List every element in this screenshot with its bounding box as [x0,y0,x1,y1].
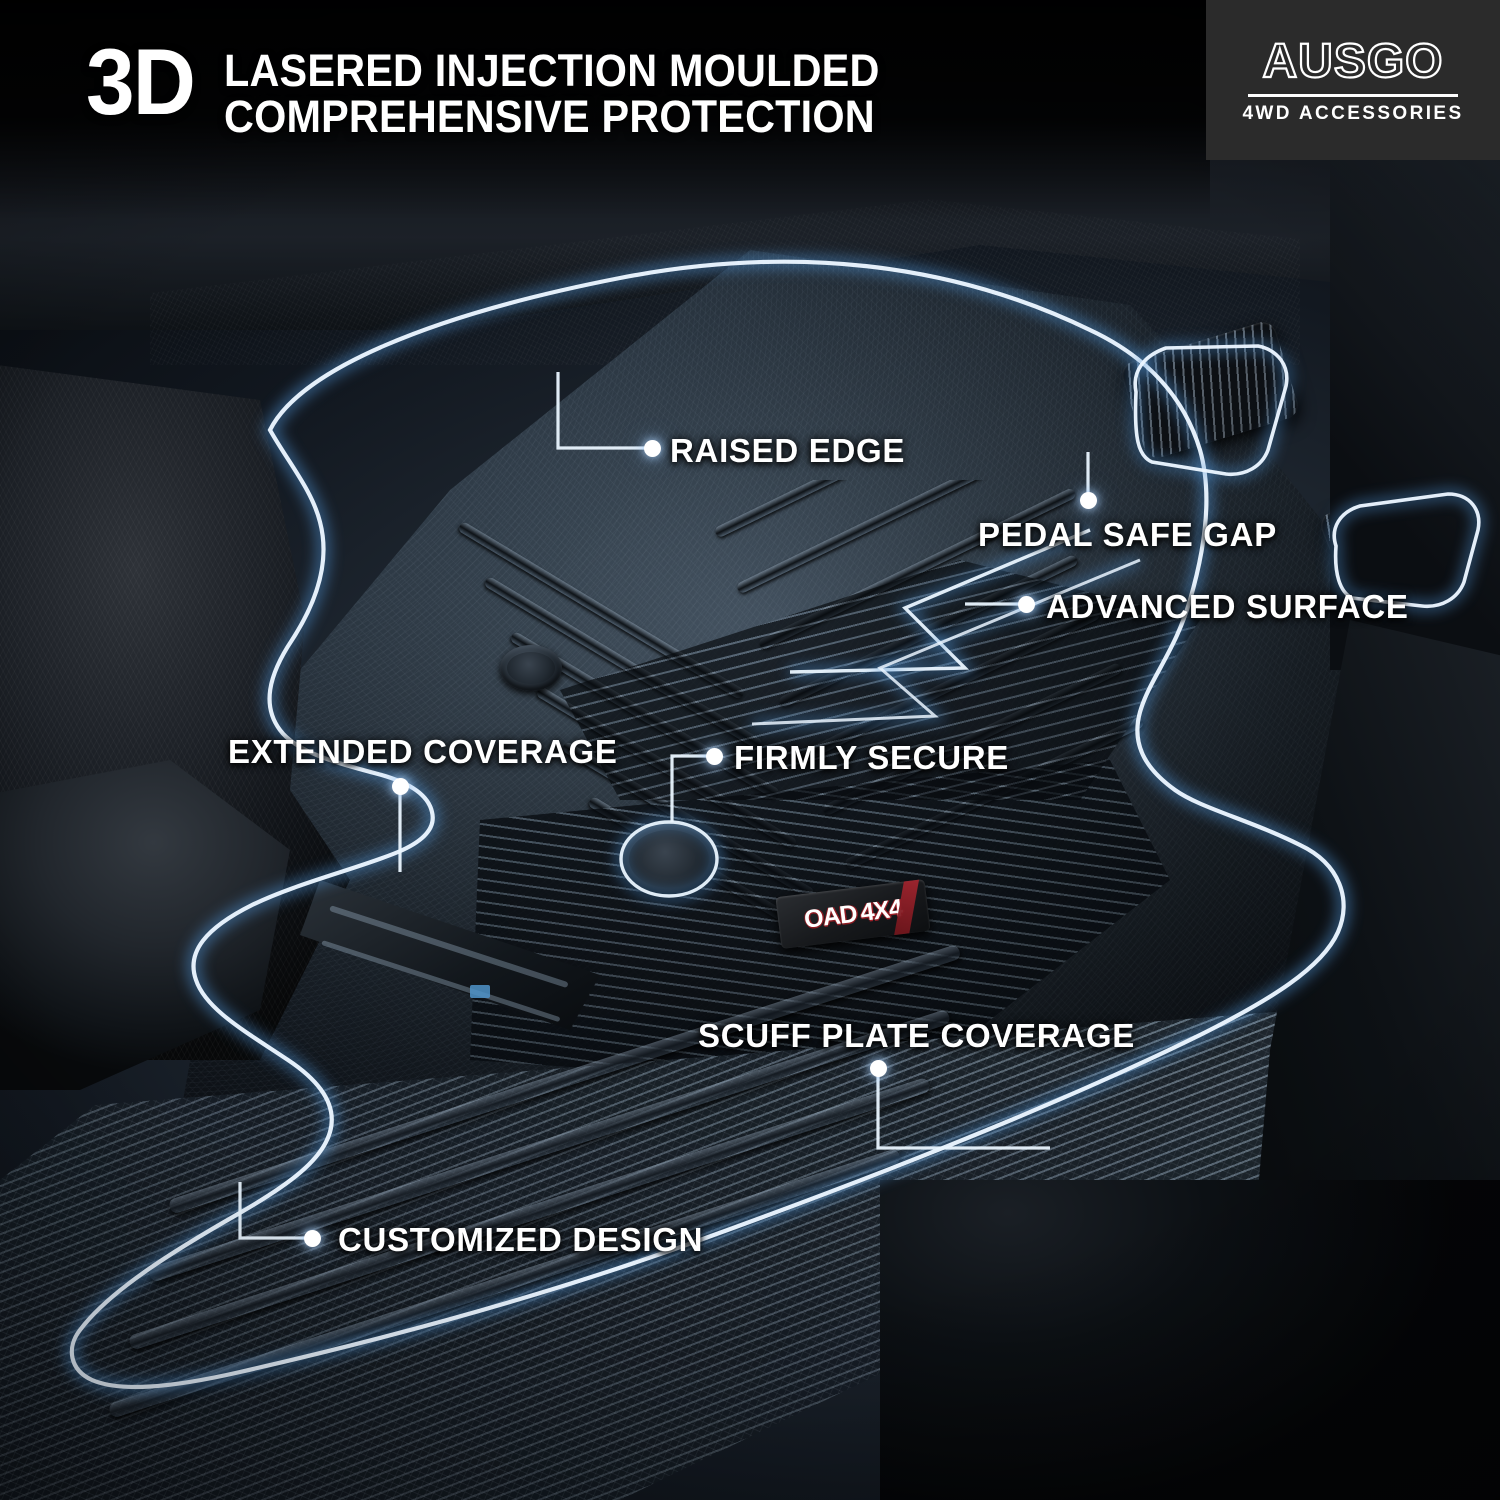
tread-groove-glow [751,524,1143,730]
callout-dot-customized-design [304,1230,321,1247]
leader-raised-edge [556,372,652,450]
callout-leader-lines [238,372,1090,1240]
leader-firmly-secure [670,754,714,822]
callout-label-extended-coverage: EXTENDED COVERAGE [228,733,618,770]
callout-label-raised-edge: RAISED EDGE [670,432,906,469]
callout-label-scuff-plate-coverage: SCUFF PLATE COVERAGE [698,1017,1135,1054]
mat-edge-glow [65,255,1351,1394]
callout-dot-advanced-surface [1018,596,1035,613]
callout-label-advanced-surface: ADVANCED SURFACE [1046,588,1409,625]
headline-line-1: LASERED INJECTION MOULDED [224,45,880,96]
callout-dot-extended-coverage [392,778,409,795]
brake-pedal-glow [1129,340,1293,480]
headline-backdrop [0,0,1210,220]
callout-dot-raised-edge [644,440,661,457]
callout-label-firmly-secure: FIRMLY SECURE [734,739,1009,776]
headline-lines: LASERED INJECTION MOULDED COMPREHENSIVE … [224,42,937,141]
callout-dot-pedal-safe-gap [1080,492,1097,509]
callout-label-customized-design: CUSTOMIZED DESIGN [338,1221,704,1258]
brand-subtitle: 4WD ACCESSORIES [1242,102,1464,124]
headline-line-2: COMPREHENSIVE PROTECTION [224,91,875,143]
headline-3d-badge: 3D [86,29,196,134]
emblem-text-left: OAD [802,899,859,934]
retention-clip-glow [616,817,722,901]
callout-dot-firmly-secure [706,748,723,765]
headline-block: 3D LASERED INJECTION MOULDED COMPREHENSI… [0,0,1276,141]
callout-label-pedal-safe-gap: PEDAL SAFE GAP [978,516,1277,553]
callout-dot-scuff-plate-coverage [870,1060,887,1077]
brand-name: AUSGO [1261,34,1444,88]
brand-logo-badge: AUSGO 4WD ACCESSORIES [1206,0,1500,160]
brand-divider [1248,93,1458,97]
